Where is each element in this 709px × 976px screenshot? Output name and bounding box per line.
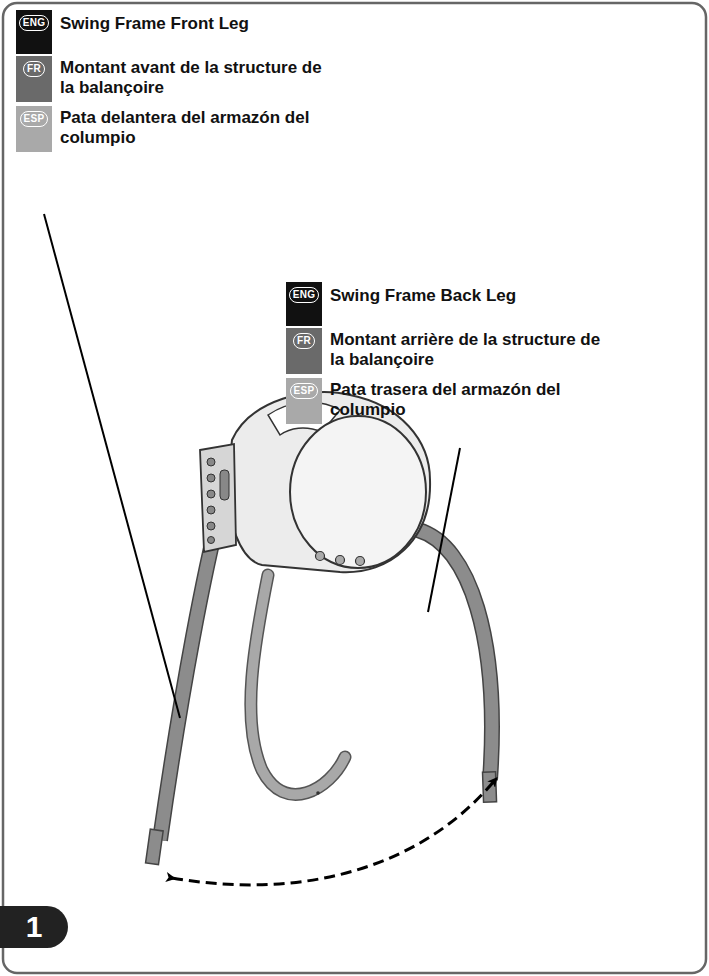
middle-leg-outline bbox=[251, 575, 345, 794]
language-bar: ENG bbox=[16, 10, 52, 54]
language-badge: ENG bbox=[289, 287, 320, 303]
language-badge: ESP bbox=[290, 383, 319, 399]
part-name: Swing Frame Back Leg bbox=[330, 286, 530, 306]
step-tab: 1 bbox=[0, 906, 68, 948]
control-panel bbox=[200, 444, 236, 552]
screw bbox=[316, 552, 325, 561]
back-leg bbox=[418, 530, 492, 780]
language-bar: ENG bbox=[286, 282, 322, 326]
language-bar: FR bbox=[16, 56, 52, 102]
part-name: Pata delantera del armazón del columpio bbox=[60, 108, 310, 148]
back-leg-outline bbox=[418, 530, 492, 780]
front-leg-tip bbox=[146, 829, 164, 864]
middle-leg bbox=[251, 575, 345, 794]
language-badge: ESP bbox=[20, 111, 49, 127]
control-buttons bbox=[207, 458, 229, 544]
language-bar: FR bbox=[286, 328, 322, 374]
leader-line bbox=[44, 214, 180, 718]
part-name: Montant avant de la structure de la bala… bbox=[60, 58, 330, 98]
part-name: Pata trasera del armazón del columpio bbox=[330, 380, 590, 420]
language-bar: ESP bbox=[286, 378, 322, 424]
leg-hole bbox=[316, 791, 320, 795]
swing-direction-arrow bbox=[172, 780, 495, 885]
screw bbox=[356, 557, 365, 566]
language-bar: ESP bbox=[16, 106, 52, 152]
part-name: Montant arrière de la structure de la ba… bbox=[330, 330, 610, 370]
screw bbox=[336, 556, 345, 565]
language-badge: ENG bbox=[19, 15, 50, 31]
page-frame bbox=[3, 3, 706, 973]
step-number: 1 bbox=[26, 910, 43, 944]
language-badge: FR bbox=[293, 333, 315, 349]
motor-housing bbox=[228, 392, 430, 572]
part-name: Swing Frame Front Leg bbox=[60, 14, 260, 34]
leader-line bbox=[428, 448, 460, 612]
language-badge: FR bbox=[23, 61, 45, 77]
side-cover bbox=[290, 416, 426, 568]
